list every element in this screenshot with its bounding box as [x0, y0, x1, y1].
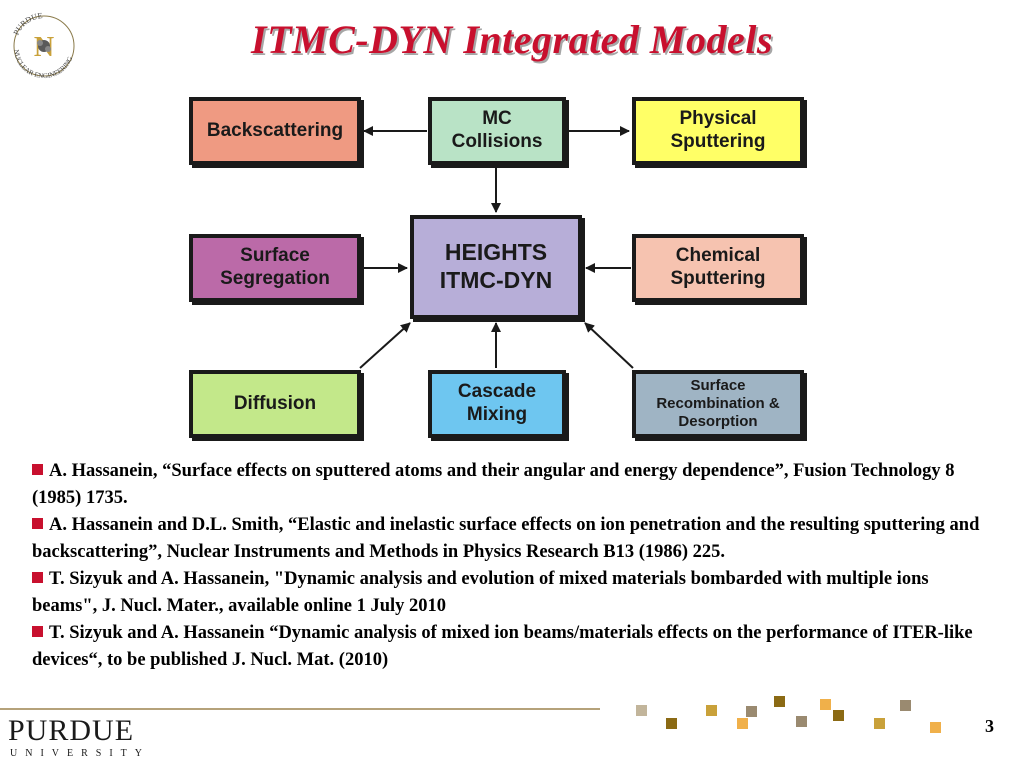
- arrow-recombination-to-heights: [584, 322, 634, 369]
- square-bullet-icon: [32, 572, 43, 583]
- node-backscattering: Backscattering: [189, 97, 361, 165]
- node-surface-segregation: Surface Segregation: [189, 234, 361, 302]
- reference-text: A. Hassanein, “Surface effects on sputte…: [32, 461, 955, 508]
- node-heights-itmc-dyn: HEIGHTS ITMC-DYN: [410, 215, 582, 319]
- node-label: Backscattering: [206, 119, 344, 141]
- square-bullet-icon: [32, 464, 43, 475]
- node-label: Surface Segregation: [220, 245, 330, 289]
- slide-title: ITMC-DYN Integrated Models: [251, 17, 773, 62]
- node-label: Chemical Sputtering: [670, 245, 766, 289]
- references-list: A. Hassanein, “Surface effects on sputte…: [32, 458, 992, 674]
- node-label: Surface Recombination & Desorption: [656, 377, 780, 430]
- reference-text: T. Sizyuk and A. Hassanein “Dynamic anal…: [32, 623, 973, 670]
- node-surface-recombination: Surface Recombination & Desorption: [632, 370, 804, 438]
- footer-divider: [0, 708, 600, 710]
- node-chemical-sputtering: Chemical Sputtering: [632, 234, 804, 302]
- square-bullet-icon: [32, 518, 43, 529]
- page-number: 3: [985, 716, 994, 736]
- node-physical-sputtering: Physical Sputtering: [632, 97, 804, 165]
- node-mc-collisions: MC Collisions: [428, 97, 566, 165]
- node-label: Cascade Mixing: [457, 381, 537, 425]
- node-label: MC Collisions: [451, 108, 543, 152]
- model-diagram-connectors: [359, 126, 634, 369]
- square-bullet-icon: [32, 626, 43, 637]
- node-label: Diffusion: [233, 392, 317, 414]
- node-diffusion: Diffusion: [189, 370, 361, 438]
- reference-item: A. Hassanein and D.L. Smith, “Elastic an…: [32, 512, 992, 566]
- node-label: HEIGHTS ITMC-DYN: [439, 239, 553, 293]
- purdue-university-logo-subtitle: UNIVERSITY: [10, 748, 150, 759]
- reference-item: A. Hassanein, “Surface effects on sputte…: [32, 458, 992, 512]
- reference-text: A. Hassanein and D.L. Smith, “Elastic an…: [32, 515, 980, 562]
- arrow-diffusion-to-heights: [359, 322, 411, 369]
- node-label: Physical Sputtering: [670, 108, 766, 152]
- node-cascade-mixing: Cascade Mixing: [428, 370, 566, 438]
- reference-text: T. Sizyuk and A. Hassanein, "Dynamic ana…: [32, 569, 929, 616]
- purdue-university-logo: PURDUE: [8, 714, 135, 747]
- reference-item: T. Sizyuk and A. Hassanein “Dynamic anal…: [32, 620, 992, 674]
- reference-item: T. Sizyuk and A. Hassanein, "Dynamic ana…: [32, 566, 992, 620]
- purdue-nuclear-engineering-seal: PURDUE NUCLEAR ENGINEERING N: [12, 11, 75, 80]
